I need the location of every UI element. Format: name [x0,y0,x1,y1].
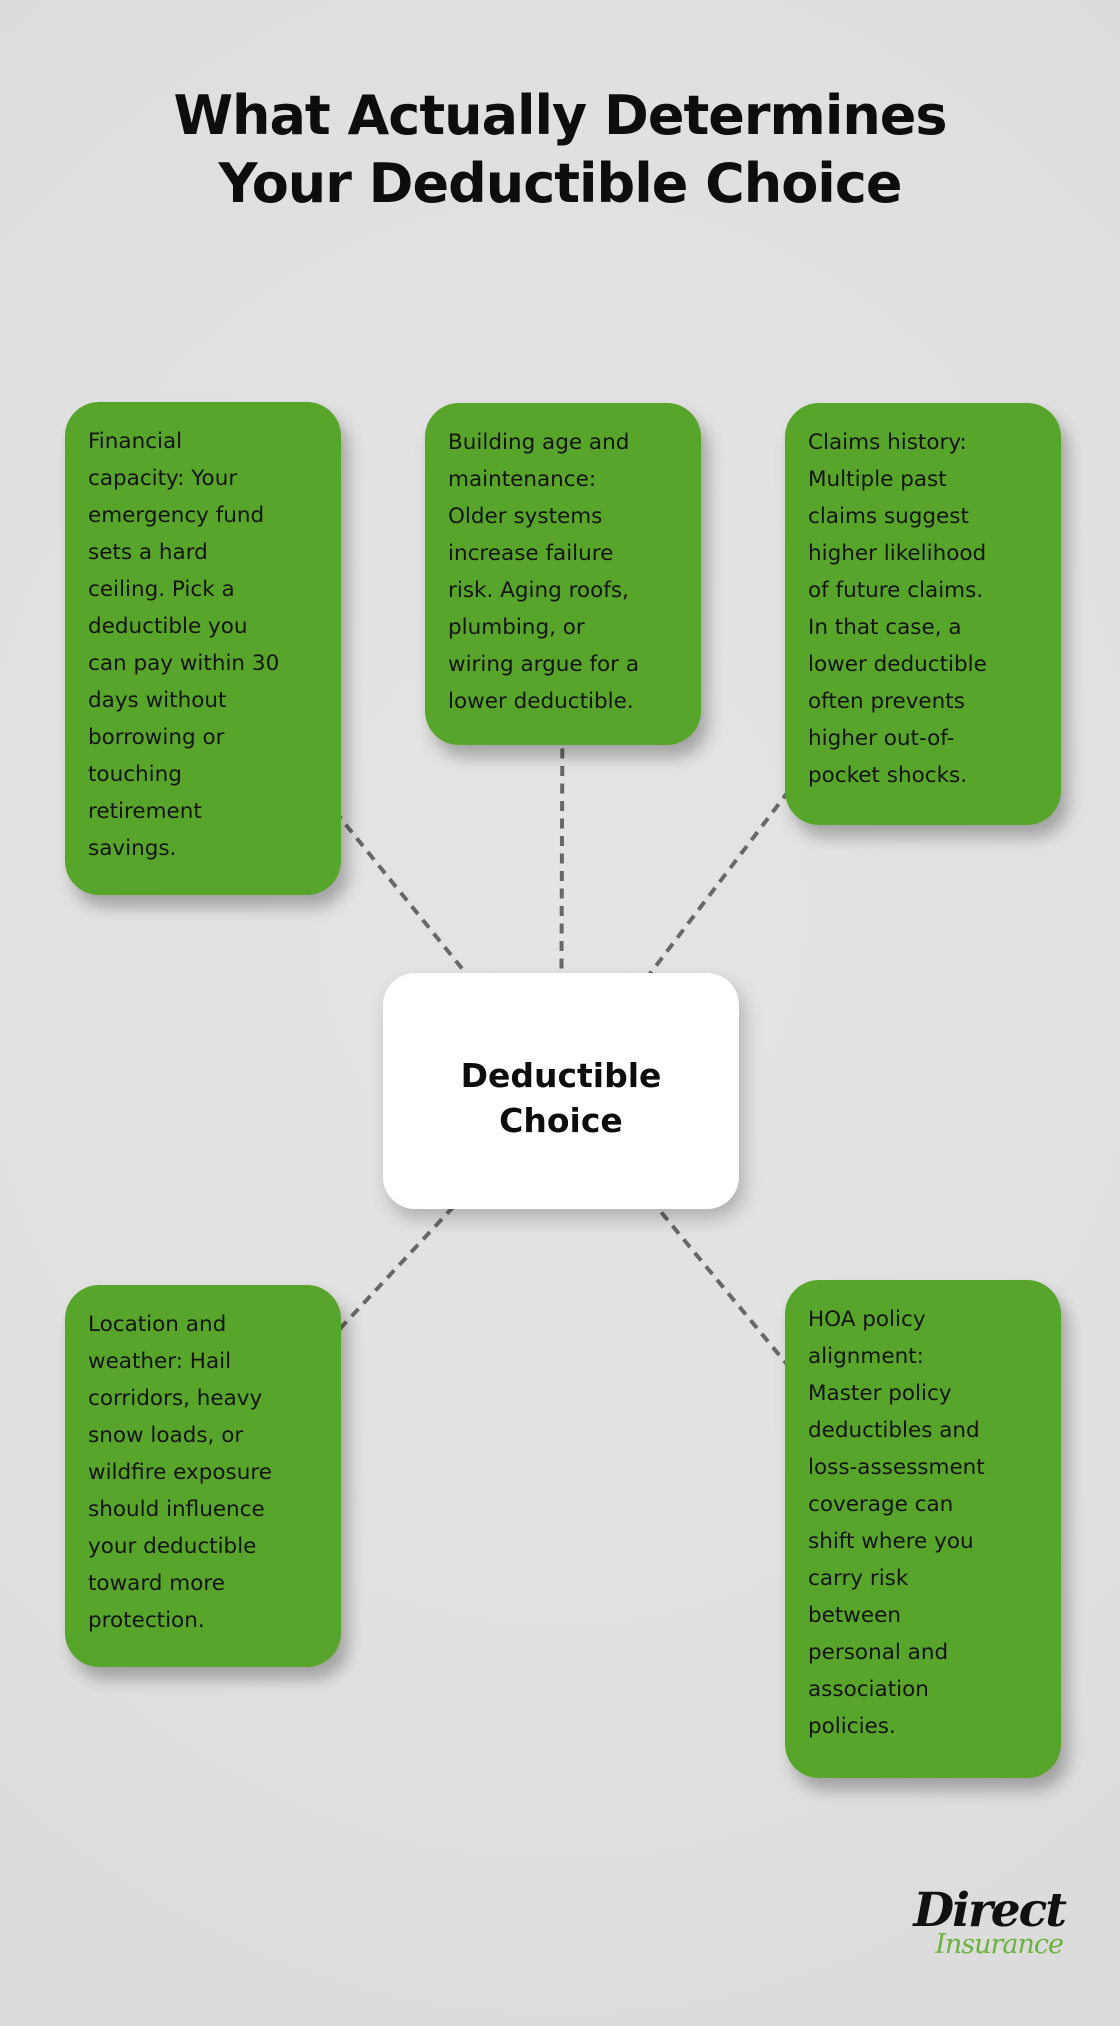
factor-text-claims-history: Claims history: Multiple past claims sug… [808,430,987,788]
factor-text-financial-capacity: Financial capacity: Your emergency fund … [88,429,280,861]
center-node-label: Deductible Choice [460,1056,662,1140]
factor-text-building-age-maintenance: Building age and maintenance: Older syst… [448,430,640,714]
factor-card-hoa-policy-alignment: HOA policy alignment: Master policy dedu… [785,1280,1061,1778]
page-title: What Actually Determines Your Deductible… [173,84,947,215]
factor-card-claims-history: Claims history: Multiple past claims sug… [785,403,1061,825]
factor-card-building-age-maintenance: Building age and maintenance: Older syst… [425,403,701,745]
factor-text-location-weather: Location and weather: Hail corridors, he… [88,1312,272,1633]
brand-logo-insurance-text: Insurance [935,1929,1064,1960]
factor-card-location-weather: Location and weather: Hail corridors, he… [65,1285,341,1667]
brand-logo-direct-text: Direct [913,1883,1067,1938]
center-node-deductible-choice: Deductible Choice [383,973,739,1209]
factor-card-financial-capacity: Financial capacity: Your emergency fund … [65,402,341,895]
factor-text-hoa-policy-alignment: HOA policy alignment: Master policy dedu… [808,1307,985,1739]
brand-logo: Direct Insurance [913,1883,1067,1960]
